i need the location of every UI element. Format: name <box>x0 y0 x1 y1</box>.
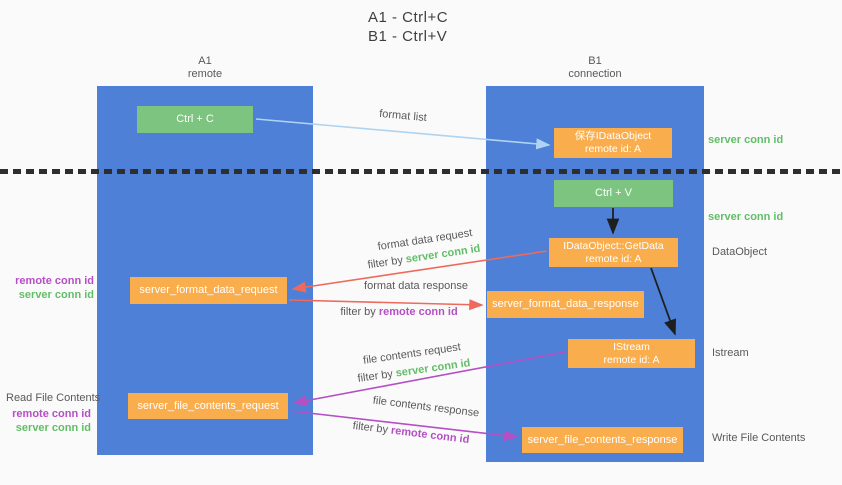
istream-line1: IStream <box>613 340 650 353</box>
node-server-file-contents-response: server_file_contents_response <box>522 427 683 453</box>
node-ctrl-c: Ctrl + C <box>137 106 253 133</box>
server-conn-id-label: server conn id <box>18 289 94 301</box>
remote-conn-id-label: remote conn id <box>15 275 94 287</box>
node-ctrl-v: Ctrl + V <box>554 180 673 207</box>
remote-conn-id-label: remote conn id <box>12 408 91 420</box>
node-idataobject-getdata: IDataObject::GetData remote id: A <box>549 238 678 267</box>
lane-header-b1-connection: B1 connection <box>486 55 704 81</box>
edge-label-format-data-response: format data response <box>364 280 468 292</box>
title-line-1: A1 - Ctrl+C <box>368 9 449 26</box>
filter-by-text: filter by <box>340 306 379 318</box>
annotation-server-conn-id-top: server conn id <box>708 134 784 146</box>
getdata-line1: IDataObject::GetData <box>563 239 664 252</box>
arrow-format-list <box>255 118 551 150</box>
ctrl-v-label: Ctrl + V <box>595 187 632 199</box>
dotted-divider <box>0 169 842 174</box>
lane-a1-name: A1 <box>198 55 212 67</box>
ctrl-c-label: Ctrl + C <box>176 113 214 125</box>
annotation-server-conn-id-mid: server conn id <box>708 211 784 223</box>
file-request-label: server_file_contents_request <box>137 399 279 412</box>
annotation-read-file-contents: Read File Contents <box>6 392 101 404</box>
edge-label-filter-remote-conn-id-1: filter by remote conn id <box>340 306 457 318</box>
format-response-label: server_format_data_response <box>492 298 639 310</box>
diagram-title: A1 - Ctrl+C B1 - Ctrl+V <box>368 8 448 46</box>
save-idataobject-line2: remote id: A <box>584 143 642 155</box>
arrow-format-data-request <box>291 250 548 293</box>
arrow-file-contents-response <box>290 410 519 442</box>
node-server-format-data-response: server_format_data_response <box>487 291 644 318</box>
annotation-istream: Istream <box>712 347 749 359</box>
save-idataobject-line1: 保存IDataObject <box>574 130 652 142</box>
server-conn-id-label: server conn id <box>15 422 91 434</box>
node-save-idataobject: 保存IDataObject remote id: A <box>554 128 672 158</box>
lane-b1-name: B1 <box>588 55 602 67</box>
title-line-2: B1 - Ctrl+V <box>368 28 448 45</box>
arrow-getdata-to-istream <box>650 267 676 336</box>
lane-a1-role: remote <box>187 68 223 80</box>
arrow-file-contents-request <box>292 351 566 407</box>
remote-conn-id-key: remote conn id <box>378 306 458 318</box>
annotation-conn-ids-left-1: remote conn id server conn id <box>0 274 94 302</box>
node-server-file-contents-request: server_file_contents_request <box>128 393 288 419</box>
arrow-format-data-response <box>288 299 484 311</box>
lane-b1-role: connection <box>568 68 622 80</box>
node-istream: IStream remote id: A <box>568 339 695 368</box>
annotation-conn-ids-left-2: remote conn id server conn id <box>0 407 91 435</box>
getdata-line2: remote id: A <box>585 252 642 265</box>
node-server-format-data-request: server_format_data_request <box>130 277 287 304</box>
istream-line2: remote id: A <box>603 353 660 366</box>
format-request-label: server_format_data_request <box>139 284 278 296</box>
annotation-write-file-contents: Write File Contents <box>712 432 806 444</box>
annotation-dataobject: DataObject <box>712 246 768 258</box>
lane-header-a1-remote: A1 remote <box>97 55 313 81</box>
file-response-label: server_file_contents_response <box>527 433 678 446</box>
